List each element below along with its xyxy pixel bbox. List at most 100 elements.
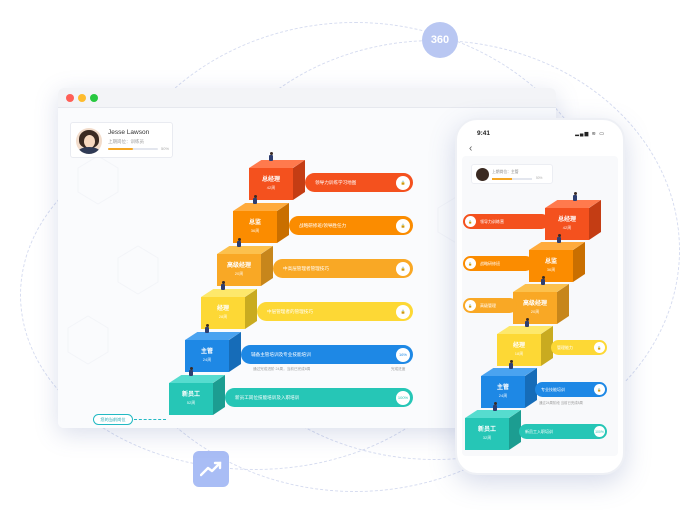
maximize-window-button[interactable]	[90, 94, 98, 102]
step-front-face: 新员工 32周	[465, 418, 509, 450]
course-pill-3[interactable]: 中高层管理者管理技巧🔒	[273, 259, 413, 278]
course-status-button[interactable]: 🔒	[396, 175, 410, 190]
course-pill-2[interactable]: 战略研修班/领导胜任力🔒	[289, 216, 413, 235]
step-title: 新员工	[181, 392, 200, 398]
learner-figure-icon	[557, 234, 561, 243]
mobile-previous-position: 上期岗位：主管	[492, 170, 519, 174]
minimize-window-button[interactable]	[78, 94, 86, 102]
step-title: 高级经理	[226, 263, 251, 269]
step-front-face: 经理 18周	[497, 334, 541, 366]
step-duration: 18周	[514, 351, 524, 356]
status-time: 9:41	[477, 130, 491, 137]
course-pill-1[interactable]: 领导力训练学习地图 🔒	[305, 173, 413, 192]
step-side-face	[277, 203, 289, 243]
course-status-button[interactable]: 🔒	[594, 384, 605, 395]
step-duration: 32周	[482, 435, 492, 440]
user-profile-card[interactable]: Jesse Lawson 上期岗位：训练员 50%	[70, 122, 173, 158]
close-window-button[interactable]	[66, 94, 74, 102]
step-title: 新员工	[477, 427, 496, 433]
course-progress-note: 通过完成进阶 24周，当前已完成8周	[253, 367, 311, 371]
mobile-course-pill-2[interactable]: 🔒战略研修班	[463, 256, 533, 271]
step-front-face: 新员工 52周	[169, 383, 213, 415]
course-status-button[interactable]: 100%	[396, 390, 410, 405]
step-title: 总监	[544, 259, 557, 265]
course-name: 专业技能培训	[541, 386, 565, 392]
mobile-career-step-1[interactable]: 总经理 42周	[545, 200, 601, 240]
step-front-face: 总监 36周	[233, 211, 277, 243]
course-status-button[interactable]: 🔒	[465, 258, 476, 269]
step-duration: 24周	[498, 393, 508, 398]
course-pill-4[interactable]: 中层管理者的管理技巧🔒	[257, 302, 413, 321]
course-status-button[interactable]: 100%	[594, 426, 605, 437]
course-status-button[interactable]: 🔒	[465, 300, 476, 311]
step-title: 经理	[216, 306, 229, 312]
course-pill-6[interactable]: 新员工岗位技能培训及入职培训 100%	[225, 388, 413, 407]
step-side-face	[557, 284, 569, 324]
course-name: 高级管理	[480, 302, 496, 308]
mobile-course-pill-5[interactable]: 专业技能培训 🔒	[535, 382, 607, 397]
step-title: 主管	[200, 349, 213, 355]
mobile-course-progress-note: 通过24周阶段 当前已完成8周	[539, 401, 583, 405]
mobile-career-step-4[interactable]: 经理 18周	[497, 326, 553, 366]
learner-figure-icon	[221, 281, 225, 290]
course-name: 辅备主管培训及专业技能培训	[251, 351, 311, 357]
avatar	[476, 168, 489, 181]
step-title: 经理	[512, 343, 525, 349]
step-front-face: 总监 36周	[529, 250, 573, 282]
back-button[interactable]: ‹	[469, 143, 473, 154]
mobile-profile-card[interactable]: 上期岗位：主管 50%	[471, 164, 553, 184]
window-titlebar	[58, 88, 556, 108]
step-side-face	[573, 242, 585, 282]
step-duration: 52周	[186, 400, 196, 405]
course-status-button[interactable]: 16%	[396, 347, 410, 362]
career-step-2[interactable]: 总监 36周	[233, 203, 291, 243]
step-side-face	[229, 332, 241, 372]
course-progress-label: 完成进度	[391, 367, 406, 371]
mobile-course-pill-3[interactable]: 🔒 高级管理	[463, 298, 517, 313]
step-duration: 42周	[562, 225, 572, 230]
user-previous-position: 上期岗位：训练员	[108, 139, 144, 144]
mobile-career-step-6[interactable]: 新员工 32周	[465, 410, 521, 450]
step-top-face	[481, 368, 537, 376]
course-status-button[interactable]: 🔒	[396, 261, 410, 276]
course-status-button[interactable]: 🔒	[396, 218, 410, 233]
course-name: 管理能力	[557, 344, 573, 350]
mobile-career-step-2[interactable]: 总监 36周	[529, 242, 585, 282]
step-title: 高级经理	[522, 301, 547, 307]
course-status-button[interactable]: 🔒	[396, 304, 410, 319]
step-top-face	[185, 332, 241, 340]
step-title: 总监	[248, 220, 261, 226]
learner-figure-icon	[189, 367, 193, 376]
course-name: 新员工岗位技能培训及入职培训	[235, 394, 300, 400]
career-step-6[interactable]: 新员工 52周	[169, 375, 227, 415]
learner-figure-icon	[253, 195, 257, 204]
step-duration: 36周	[546, 267, 556, 272]
avatar	[76, 128, 102, 154]
step-title: 总经理	[557, 217, 576, 223]
user-progress-percent: 50%	[161, 146, 170, 151]
step-side-face	[525, 368, 537, 408]
learner-figure-icon	[573, 192, 577, 201]
user-name: Jesse Lawson	[108, 129, 150, 136]
learner-figure-icon	[493, 402, 497, 411]
step-side-face	[213, 375, 225, 415]
course-name: 领导力训练学习地图	[315, 179, 357, 185]
learner-figure-icon	[525, 318, 529, 327]
course-status-button[interactable]: 🔒	[594, 342, 605, 353]
course-status-button[interactable]: 🔒	[465, 216, 476, 227]
course-pill-5[interactable]: 辅备主管培训及专业技能培训 16%	[241, 345, 413, 364]
mobile-course-pill-4[interactable]: 管理能力 🔒	[551, 340, 607, 355]
step-duration: 36周	[250, 228, 260, 233]
mobile-course-pill-1[interactable]: 🔒领导力训练营	[463, 214, 549, 229]
trend-chart-icon	[193, 451, 229, 487]
